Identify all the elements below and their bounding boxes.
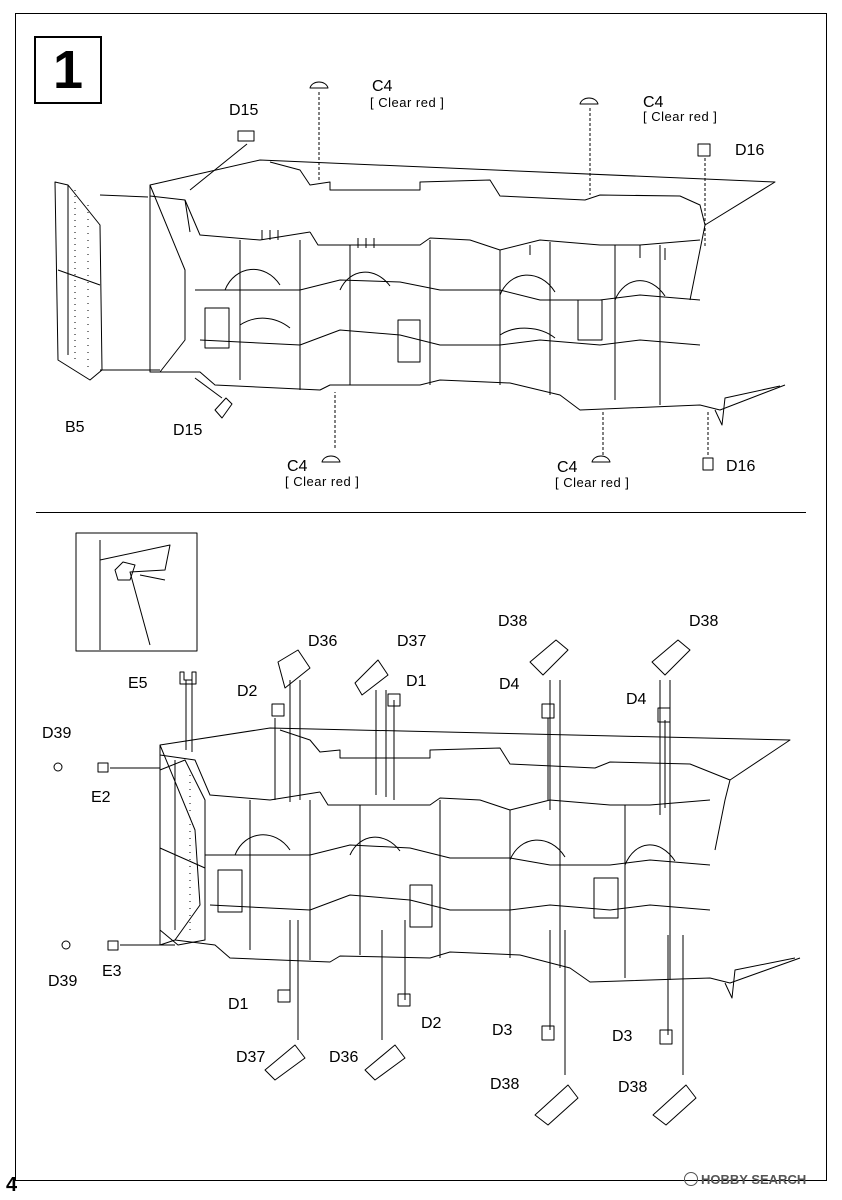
note-c4-bottom-right: [ Clear red ] [555, 475, 630, 490]
label-d36-top: D36 [308, 633, 338, 650]
part-e3 [107, 940, 119, 951]
label-d37-bottom: D37 [236, 1049, 266, 1066]
part-e2 [97, 762, 109, 773]
label-d15-top: D15 [229, 102, 259, 119]
part-d2-bottom [397, 993, 411, 1007]
hull-assembly-top [54, 159, 786, 426]
step-number-box: 1 [34, 36, 102, 104]
part-e5 [179, 671, 197, 685]
section-divider [36, 512, 806, 513]
part-d36-bottom [364, 1044, 406, 1081]
label-d1-bottom: D1 [228, 996, 249, 1013]
label-d2-top: D2 [237, 683, 258, 700]
label-b5: B5 [65, 419, 85, 436]
label-c4-top-right: C4 [643, 94, 664, 111]
label-c4-bottom-right: C4 [557, 459, 578, 476]
hull-assembly-bottom [159, 727, 801, 999]
page-frame [15, 13, 827, 1181]
part-d15-bottom [214, 397, 233, 419]
part-d1-top [387, 693, 401, 707]
part-c4-bottom-left [321, 455, 341, 463]
part-d2-top [271, 703, 285, 717]
watermark-logo-icon [684, 1172, 698, 1186]
part-d4-right [657, 707, 671, 723]
label-d38-bottom-left: D38 [490, 1076, 520, 1093]
label-e2: E2 [91, 789, 111, 806]
part-d1-bottom [277, 989, 291, 1003]
top-leader-lines [189, 92, 709, 455]
label-d38-top-left: D38 [498, 613, 528, 630]
label-d36-bottom: D36 [329, 1049, 359, 1066]
part-d15-top [237, 130, 255, 142]
part-d38-bottom-right [652, 1084, 697, 1126]
part-d38-top-right [651, 639, 691, 676]
label-d1-top: D1 [406, 673, 427, 690]
bottom-leader-lines [110, 680, 684, 1075]
part-d4-left [541, 703, 555, 719]
part-d39-bottom [61, 940, 71, 950]
label-c4-top-left: C4 [372, 78, 393, 95]
bottom-small-parts [53, 639, 697, 1126]
part-d3-right [659, 1029, 673, 1045]
part-c4-top-left [309, 81, 329, 89]
part-d37-top [354, 659, 389, 696]
label-d3-left: D3 [492, 1022, 513, 1039]
part-d39-top [53, 762, 63, 772]
part-d37-bottom [264, 1044, 306, 1081]
part-c4-top-right [579, 97, 599, 105]
step-number: 1 [52, 40, 84, 100]
label-d38-bottom-right: D38 [618, 1079, 648, 1096]
label-d2-bottom: D2 [421, 1015, 442, 1032]
detail-inset [75, 532, 198, 652]
part-d38-top-left [529, 639, 569, 676]
watermark: HOBBY SEARCH [684, 1172, 806, 1187]
part-d3-left [541, 1025, 555, 1041]
label-d37-top: D37 [397, 633, 427, 650]
label-e5: E5 [128, 675, 148, 692]
page-number: 4 [6, 1174, 18, 1196]
part-d38-bottom-left [534, 1084, 579, 1126]
part-d16-bottom [702, 457, 714, 471]
part-d16-top [697, 143, 711, 157]
note-c4-top-left: [ Clear red ] [370, 95, 445, 110]
label-c4-bottom-left: C4 [287, 458, 308, 475]
note-c4-top-right: [ Clear red ] [643, 109, 718, 124]
top-small-parts [214, 81, 714, 471]
label-d3-right: D3 [612, 1028, 633, 1045]
label-d39-top: D39 [42, 725, 72, 742]
label-d4-right: D4 [626, 691, 647, 708]
label-e3: E3 [102, 963, 122, 980]
label-d15-bottom: D15 [173, 422, 203, 439]
label-d16-top: D16 [735, 142, 765, 159]
label-d39-bottom: D39 [48, 973, 78, 990]
label-d4-left: D4 [499, 676, 520, 693]
label-d16-bottom: D16 [726, 458, 756, 475]
part-d36-top [277, 649, 311, 689]
watermark-text: HOBBY SEARCH [701, 1172, 807, 1187]
label-d38-top-right: D38 [689, 613, 719, 630]
note-c4-bottom-left: [ Clear red ] [285, 474, 360, 489]
part-c4-bottom-right [591, 455, 611, 463]
